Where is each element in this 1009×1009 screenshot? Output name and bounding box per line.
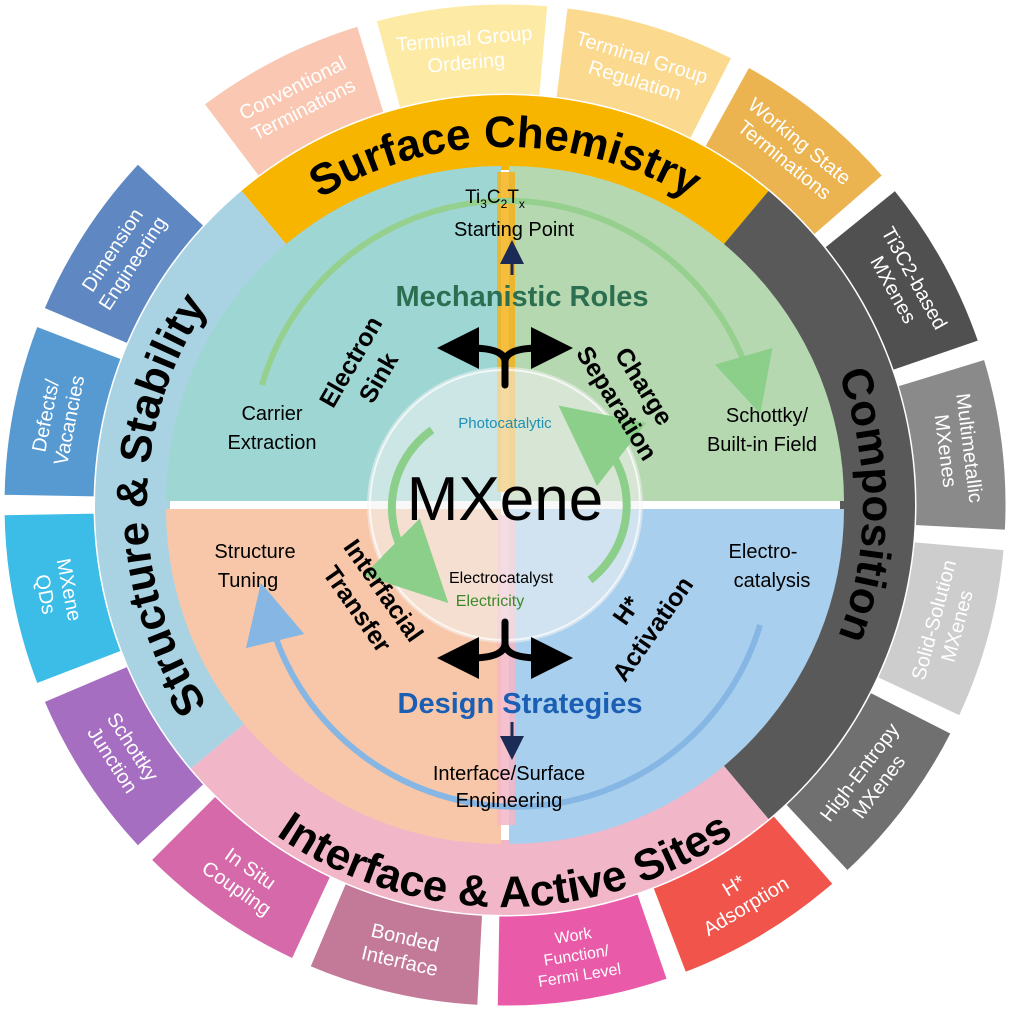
interface-active-sites-band	[190, 720, 769, 916]
branch-arrow-bottom-icon	[437, 618, 573, 679]
cycle-arrow-right	[558, 405, 647, 584]
schottky-field-line2: Built-in Field	[707, 434, 817, 456]
starting-point-label: Starting Point	[454, 219, 575, 241]
electrocatalyst-label: Electrocatalyst	[449, 570, 554, 587]
electrocatalysis-line1: Electro-	[729, 541, 798, 563]
mechanistic-arc-arrow	[259, 197, 773, 414]
mechanistic-roles-title: Mechanistic Roles	[395, 281, 648, 313]
carrier-extraction-line2: Extraction	[228, 432, 317, 454]
electricity-label: Electricity	[456, 593, 524, 610]
cycle-arrow-left	[363, 426, 449, 604]
outer-label-line: Work	[554, 925, 594, 948]
ti3c2tx-formula: Ti3C2Tx	[465, 187, 525, 211]
interface-surface-engineering-line1: Interface/Surface	[433, 763, 585, 785]
structure-tuning-line1: Structure	[214, 541, 295, 563]
branch-arrow-top-icon	[437, 327, 573, 389]
structure-stability-band	[94, 190, 290, 769]
carrier-extraction-line1: Carrier	[241, 403, 302, 425]
surface-chemistry-band	[241, 95, 769, 249]
composition-band	[720, 190, 915, 820]
schottky-field-line1: Schottky/	[726, 405, 809, 427]
design-strategies-title: Design Strategies	[398, 688, 643, 720]
category-bands	[94, 95, 915, 916]
center-title: MXene	[407, 465, 603, 534]
electrocatalysis-line2: catalysis	[734, 570, 811, 592]
design-arc-arrow	[245, 582, 763, 810]
structure-tuning-line2: Tuning	[218, 570, 278, 592]
photocatalytic-label: Photocatalytic	[458, 415, 552, 432]
interface-surface-engineering-line2: Engineering	[456, 790, 563, 812]
